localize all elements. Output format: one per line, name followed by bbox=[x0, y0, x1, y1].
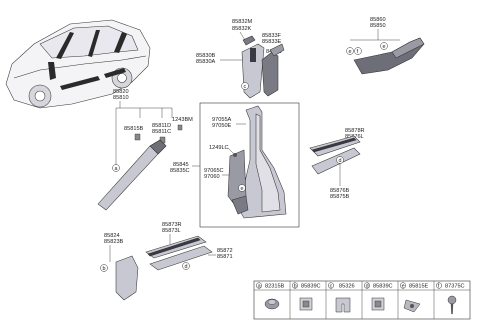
callout-letter: d bbox=[185, 264, 188, 270]
part-number: 85811C bbox=[152, 129, 171, 135]
part-number: 85833E bbox=[262, 39, 282, 45]
screw-87375c-icon bbox=[447, 295, 457, 315]
kick-panel-group: 85824 85823B b bbox=[100, 233, 139, 301]
legend-part: 85815E bbox=[409, 284, 429, 290]
part-number: 85873L bbox=[162, 228, 181, 234]
legend-letter: d bbox=[366, 284, 369, 290]
front-step-group: 85873R 85873L d 85872 85871 bbox=[145, 222, 233, 271]
part-number: 97055A bbox=[212, 117, 232, 123]
callout-c bbox=[241, 82, 249, 90]
legend-letter: e bbox=[402, 284, 405, 290]
callout-f bbox=[354, 47, 362, 55]
legend-part: 85326 bbox=[339, 284, 355, 290]
legend-letter: a bbox=[258, 284, 261, 290]
part-number: 85815B bbox=[124, 126, 144, 132]
clip-85839c-icon bbox=[371, 297, 385, 311]
part-number: 85872 bbox=[217, 248, 233, 254]
a-pillar-group: 85820 85810 85815B 85811D 85811C 1243BM … bbox=[97, 89, 200, 211]
part-number: 1243BM bbox=[172, 117, 193, 123]
clip-85326-icon bbox=[335, 297, 351, 313]
callout-letter: b bbox=[103, 266, 106, 272]
part-number: 97050E bbox=[212, 123, 232, 129]
rear-step-group: 85878R 85876L d 85876B 85875B bbox=[309, 128, 365, 200]
part-number: 85810 bbox=[113, 95, 129, 101]
part-number: 1249LC bbox=[209, 145, 229, 151]
callout-letter: e bbox=[349, 49, 352, 55]
part-number: 85850 bbox=[370, 23, 386, 29]
callout-letter: d bbox=[339, 158, 342, 164]
part-number: 85860 bbox=[370, 17, 386, 23]
legend-part: 85839C bbox=[301, 284, 321, 290]
part-number: 85811D bbox=[152, 123, 171, 129]
kick-panel-trim bbox=[115, 255, 139, 301]
part-number: 85832K bbox=[232, 26, 252, 32]
callout-d bbox=[336, 156, 344, 164]
callout-e bbox=[380, 42, 388, 50]
callout-b bbox=[100, 264, 108, 272]
fastener-legend-table: a 82315B b 85839C c 85326 d 85839C e 858… bbox=[253, 280, 471, 320]
clip-85815e-icon bbox=[403, 299, 421, 313]
legend-letter: c bbox=[330, 284, 333, 290]
clip-85839c-icon bbox=[299, 297, 313, 311]
part-number: 85830B bbox=[196, 53, 216, 59]
part-number: 85873R bbox=[162, 222, 182, 228]
part-number: 85875B bbox=[330, 194, 350, 200]
legend-letter: b bbox=[294, 284, 297, 290]
callout-letter: c bbox=[244, 84, 247, 90]
part-number: 85823B bbox=[104, 239, 124, 245]
legend-part: 82315B bbox=[265, 284, 285, 290]
callout-letter: f bbox=[357, 49, 359, 55]
part-number: 85832M bbox=[232, 19, 253, 25]
front-scuff-lower bbox=[149, 245, 213, 271]
part-number: 97065C bbox=[204, 168, 224, 174]
b-pillar-upper-group: 85832M 85832K 85833F 85833E 84263 85830B… bbox=[196, 19, 285, 99]
part-number: 85878R bbox=[345, 128, 365, 134]
part-number: 97060 bbox=[204, 174, 220, 180]
part-number: 85833F bbox=[262, 33, 282, 39]
legend-letter: f bbox=[438, 284, 440, 290]
vehicle-overview-illustration bbox=[5, 19, 151, 109]
callout-e bbox=[346, 47, 354, 55]
clip-82315b-icon bbox=[264, 298, 280, 310]
callout-e bbox=[238, 184, 246, 192]
callout-a bbox=[112, 164, 120, 172]
part-number: 85830A bbox=[196, 59, 216, 65]
callout-d bbox=[182, 262, 190, 270]
legend-part: 87375C bbox=[445, 284, 465, 290]
part-number: 85824 bbox=[104, 233, 120, 239]
rear-scuff-lower bbox=[311, 147, 361, 175]
legend-part: 85839C bbox=[373, 284, 393, 290]
trim-clip-part bbox=[242, 35, 256, 46]
part-number: 85820 bbox=[113, 89, 129, 95]
callout-letter: e bbox=[383, 44, 386, 50]
part-number: 85871 bbox=[217, 254, 233, 260]
c-pillar-group: 85860 85850 e f e bbox=[346, 17, 425, 75]
part-number: 85876B bbox=[330, 188, 350, 194]
callout-letter: a bbox=[115, 166, 118, 172]
part-number: 85835C bbox=[170, 168, 190, 174]
callout-letter: e bbox=[241, 186, 244, 192]
part-number: 85845 bbox=[173, 162, 189, 168]
b-pillar-lower-group: 97055A 97050E 1249LC 97065C 97060 e bbox=[199, 102, 300, 228]
